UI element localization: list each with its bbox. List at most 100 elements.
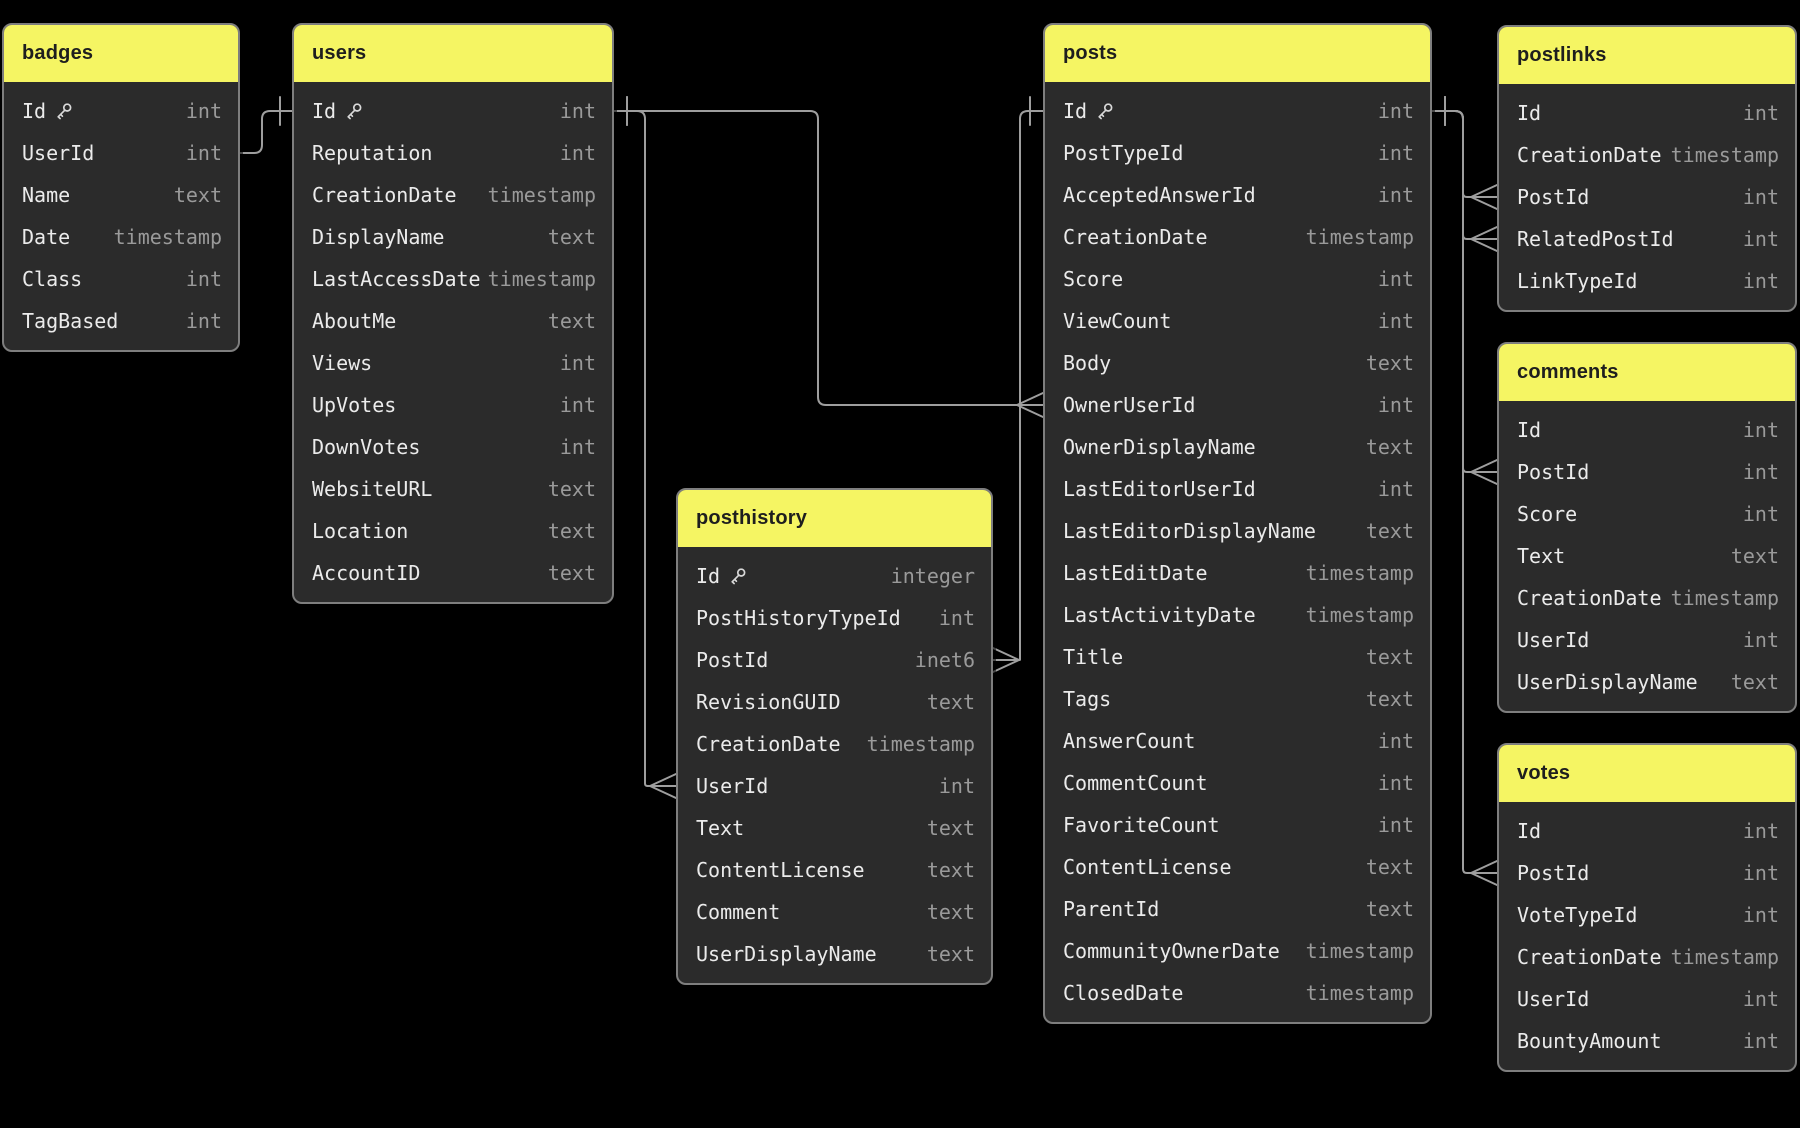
relationship-users-Id-to-posthistory-UserId[interactable] bbox=[613, 96, 677, 799]
relationship-badges-UserId-to-users-Id[interactable] bbox=[239, 96, 293, 154]
field-name-wrap: LastEditorUserId bbox=[1063, 477, 1256, 501]
relationship-posts-Id-to-postlinks-PostId[interactable] bbox=[1431, 96, 1498, 210]
field-name-wrap: UserDisplayName bbox=[1517, 670, 1698, 694]
field-type: text bbox=[926, 816, 975, 840]
table-header-postlinks[interactable]: postlinks bbox=[1499, 27, 1795, 84]
table-header-posts[interactable]: posts bbox=[1045, 25, 1430, 82]
relationship-posts-Id-to-posthistory-PostId[interactable] bbox=[992, 96, 1044, 673]
field-name-wrap: Name bbox=[22, 183, 70, 207]
field-type: int bbox=[1377, 309, 1414, 333]
table-header-badges[interactable]: badges bbox=[4, 25, 238, 82]
relationship-users-Id-to-posts-OwnerUserId[interactable] bbox=[613, 96, 1044, 418]
field-name-wrap: Tags bbox=[1063, 687, 1111, 711]
connector-line bbox=[649, 785, 677, 799]
relationship-posts-Id-to-votes-PostId[interactable] bbox=[1431, 96, 1498, 886]
table-header-users[interactable]: users bbox=[294, 25, 612, 82]
relationship-posts-Id-to-comments-PostId[interactable] bbox=[1431, 96, 1498, 485]
field-name: UserId bbox=[1517, 987, 1590, 1011]
table-header-votes[interactable]: votes bbox=[1499, 745, 1795, 802]
table-header-comments[interactable]: comments bbox=[1499, 344, 1795, 401]
relationship-posts-Id-to-postlinks-RelatedPostId[interactable] bbox=[1431, 96, 1498, 252]
table-title: postlinks bbox=[1517, 44, 1607, 66]
table-header-posthistory[interactable]: posthistory bbox=[678, 490, 991, 547]
field-name-wrap: Text bbox=[1517, 544, 1565, 568]
